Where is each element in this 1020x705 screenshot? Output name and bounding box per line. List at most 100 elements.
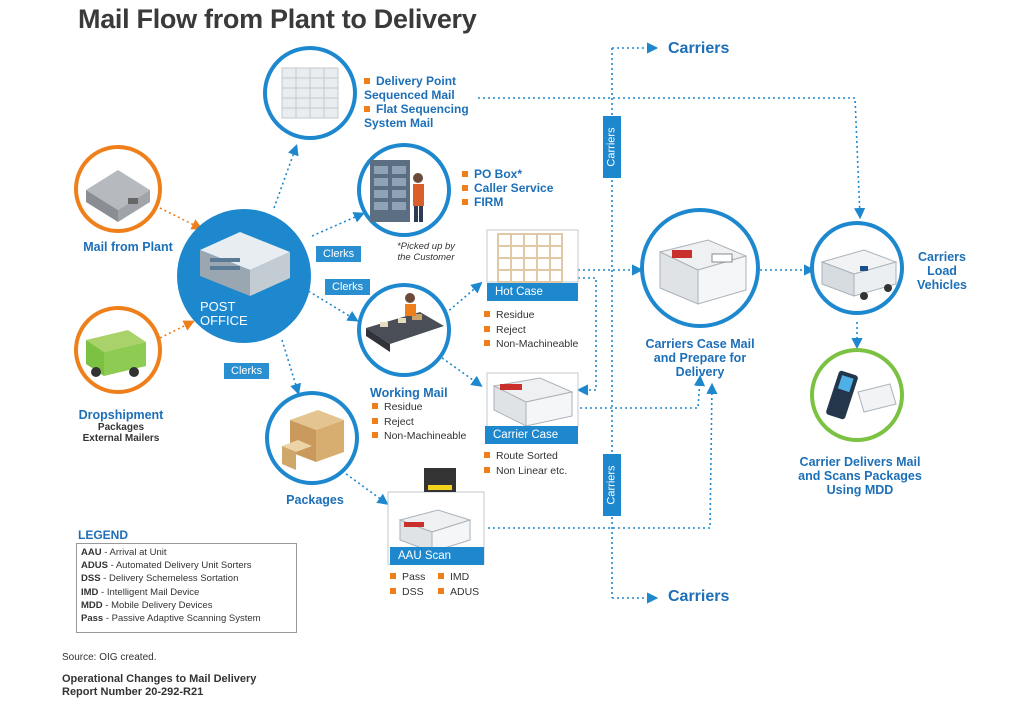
- orange-connectors: [159, 207, 203, 339]
- carriers-vertical-text: Carriers: [606, 127, 618, 167]
- case-mail-line2: and Prepare for: [653, 351, 747, 365]
- legend-abbr: IMD: [81, 586, 99, 598]
- pobox-item: FIRM: [462, 195, 553, 209]
- delivers-line1: Carrier Delivers Mail: [799, 455, 921, 469]
- delivers-line2: and Scans Packages: [798, 469, 922, 483]
- dps-circle: [263, 46, 357, 140]
- report-info: Operational Changes to Mail Delivery Rep…: [62, 673, 256, 699]
- pobox-item: PO Box*: [462, 167, 553, 181]
- report-number: Report Number 20-292-R21: [62, 686, 204, 698]
- legend-desc: - Passive Adaptive Scanning System: [103, 613, 261, 625]
- packages-label: Packages: [286, 493, 344, 507]
- carrier-case-item: Route Sorted: [484, 449, 567, 464]
- delivers-circle: [810, 348, 904, 442]
- post-office-line2: OFFICE: [200, 313, 248, 328]
- carriers-vertical-bottom: Carriers: [603, 454, 621, 516]
- working-mail-item: Reject: [372, 415, 466, 430]
- load-vehicles-line2: Load: [927, 264, 957, 278]
- legend-desc: - Automated Delivery Unit Sorters: [107, 560, 252, 572]
- post-office-line1: POST: [200, 299, 236, 314]
- legend-abbr: Pass: [81, 613, 104, 625]
- load-vehicles-circle: [810, 221, 904, 315]
- carriers-top-label: Carriers: [668, 40, 730, 57]
- legend-desc: - Delivery Schemeless Sortation: [100, 573, 239, 585]
- pobox-note: *Picked up by the Customer: [386, 241, 466, 263]
- legend-abbr: AAU: [81, 547, 102, 558]
- clerks-badge: Clerks: [325, 279, 371, 295]
- legend-desc: - Intelligent Mail Device: [98, 586, 200, 598]
- legend-abbr: ADUS: [81, 560, 108, 572]
- aau-item: Pass: [390, 570, 425, 585]
- plant-circle: [74, 145, 162, 233]
- case-mail-line3: Delivery: [675, 365, 725, 379]
- pobox-circle: [357, 143, 451, 237]
- carriers-vertical-text: Carriers: [606, 465, 618, 505]
- aau-item: ADUS: [438, 585, 479, 600]
- dps-list: Delivery Point Sequenced Mail Flat Seque…: [364, 74, 474, 130]
- hot-case-item: Reject: [484, 323, 578, 338]
- load-vehicles-label: Carriers Load Vehicles: [912, 250, 972, 292]
- load-vehicles-line3: Vehicles: [916, 278, 968, 292]
- legend-row: Pass - Passive Adaptive Scanning System: [81, 612, 296, 625]
- legend-desc: - Arrival at Unit: [101, 547, 167, 558]
- working-mail-circle: [357, 283, 451, 377]
- delivers-label: Carrier Delivers Mail and Scans Packages…: [790, 455, 930, 497]
- hot-case-bar: Hot Case: [487, 283, 578, 301]
- load-vehicles-line1: Carriers: [918, 250, 966, 264]
- connectors: [273, 42, 866, 604]
- dps-item: Delivery Point Sequenced Mail: [364, 74, 474, 102]
- carriers-vertical-top: Carriers: [603, 116, 621, 178]
- plant-label: Mail from Plant: [83, 240, 173, 254]
- aau-scan-bar: AAU Scan: [390, 547, 484, 565]
- pobox-list: PO Box* Caller Service FIRM: [462, 167, 553, 209]
- carrier-case-list: Route Sorted Non Linear etc.: [484, 449, 567, 478]
- legend-abbr: DSS: [81, 573, 101, 585]
- hot-case-image: [486, 229, 579, 283]
- working-mail-title: Working Mail: [370, 386, 448, 400]
- page-title: Mail Flow from Plant to Delivery: [78, 4, 477, 34]
- source-note: Source: OIG created.: [62, 652, 157, 663]
- legend-row: AAU - Arrival at Unit: [81, 546, 296, 559]
- hot-case-list: Residue Reject Non-Machineable: [484, 308, 578, 352]
- post-office-circle: [177, 209, 311, 343]
- dropship-sub2: External Mailers: [82, 433, 160, 444]
- case-mail-circle: [640, 208, 760, 328]
- case-mail-label: Carriers Case Mail and Prepare for Deliv…: [636, 337, 764, 379]
- aau-scan-list-right: IMD ADUS: [438, 570, 479, 599]
- pobox-note-line1: *Picked up by: [396, 241, 456, 252]
- aau-item: IMD: [438, 570, 479, 585]
- dropship-title: Dropshipment: [78, 408, 164, 422]
- aau-scan-list-left: Pass DSS: [390, 570, 425, 599]
- legend-box: AAU - Arrival at Unit ADUS - Automated D…: [76, 543, 297, 633]
- report-title: Operational Changes to Mail Delivery: [62, 673, 257, 685]
- legend-row: IMD - Intelligent Mail Device: [81, 586, 296, 599]
- legend-title: LEGEND: [78, 528, 129, 542]
- case-mail-line1: Carriers Case Mail: [645, 337, 755, 351]
- clerks-badge: Clerks: [316, 246, 362, 262]
- legend-row: MDD - Mobile Delivery Devices: [81, 599, 296, 612]
- post-office-label: POST OFFICE: [200, 300, 248, 328]
- hot-case-item: Residue: [484, 308, 578, 323]
- delivers-line3: Using MDD: [826, 483, 894, 497]
- working-mail-item: Residue: [372, 400, 466, 415]
- packages-circle: [265, 391, 359, 485]
- pobox-note-line2: the Customer: [397, 252, 455, 263]
- legend-desc: - Mobile Delivery Devices: [102, 599, 213, 611]
- dropship-label: Dropshipment Packages External Mailers: [66, 408, 176, 444]
- working-mail-block: Working Mail Residue Reject Non-Machinea…: [370, 386, 466, 444]
- legend-abbr: MDD: [81, 599, 103, 611]
- pobox-item: Caller Service: [462, 181, 553, 195]
- clerks-badge: Clerks: [224, 363, 270, 379]
- dropship-sub1: Packages: [97, 422, 145, 433]
- legend-row: DSS - Delivery Schemeless Sortation: [81, 572, 296, 585]
- carriers-bottom-label: Carriers: [668, 588, 730, 605]
- working-mail-item: Non-Machineable: [372, 429, 466, 444]
- legend-row: ADUS - Automated Delivery Unit Sorters: [81, 559, 296, 572]
- carrier-case-bar: Carrier Case: [485, 426, 578, 444]
- carrier-case-item: Non Linear etc.: [484, 464, 567, 479]
- dropship-circle: [74, 306, 162, 394]
- aau-item: DSS: [390, 585, 425, 600]
- hot-case-item: Non-Machineable: [484, 337, 578, 352]
- carrier-case-image: [486, 372, 579, 428]
- dps-item: Flat Sequencing System Mail: [364, 102, 474, 130]
